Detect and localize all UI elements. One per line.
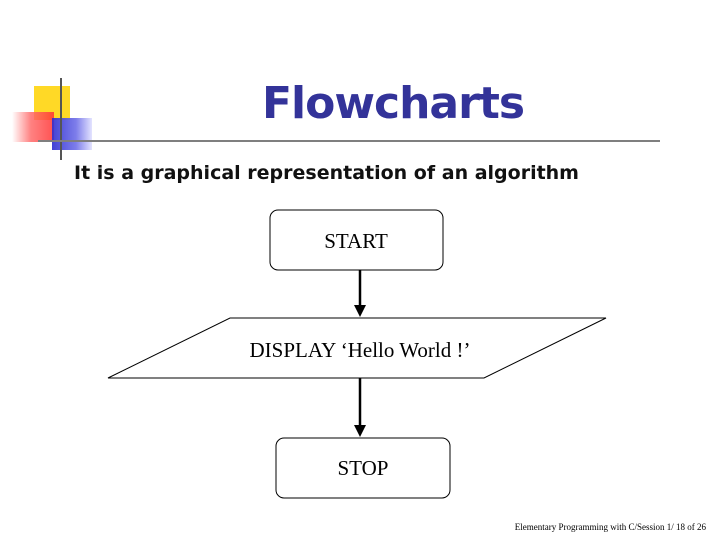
display-node xyxy=(107,317,607,379)
title-divider xyxy=(38,140,660,142)
start-node-label: START xyxy=(324,229,388,253)
decor-square-red xyxy=(12,112,54,142)
start-node xyxy=(269,209,444,271)
decor-square-blue xyxy=(52,118,92,150)
stop-node-label: STOP xyxy=(337,456,389,480)
arrowhead-start-to-display xyxy=(354,305,366,317)
decor-vertical-line xyxy=(60,78,62,160)
arrowhead-display-to-stop xyxy=(354,425,366,437)
display-node-label: DISPLAY ‘Hello World !’ xyxy=(249,338,471,362)
slide-footer: Elementary Programming with C/Session 1/… xyxy=(514,522,706,532)
stop-node xyxy=(275,437,451,499)
slide-title: Flowcharts xyxy=(262,78,525,129)
slide-subtitle: It is a graphical representation of an a… xyxy=(74,162,579,184)
